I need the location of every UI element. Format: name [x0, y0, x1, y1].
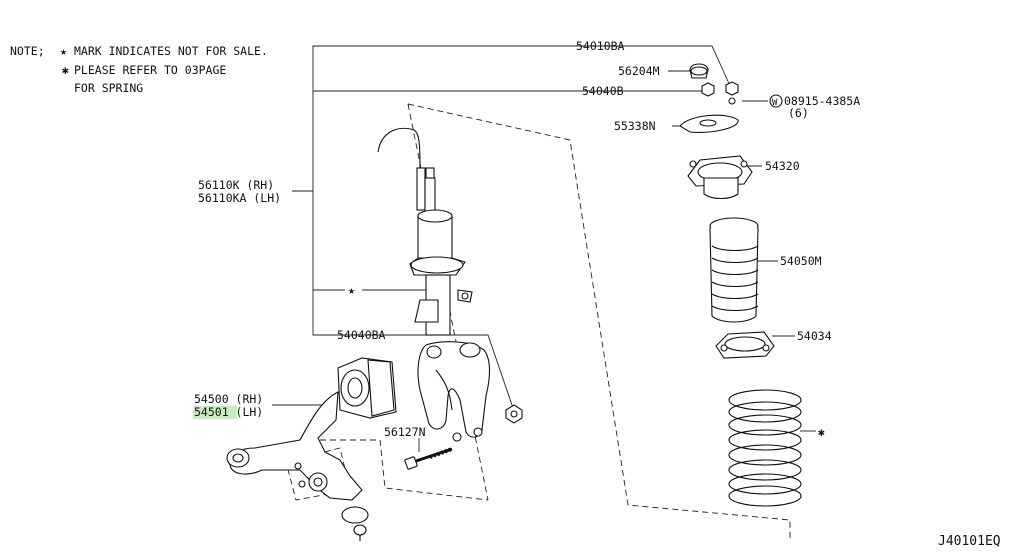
part-54320-label[interactable]: 54320 [765, 159, 800, 173]
part-54050m-label[interactable]: 54050M [780, 254, 822, 268]
leader-lines [272, 45, 816, 452]
part-56204m-label[interactable]: 56204M [618, 64, 660, 78]
note-block: NOTE; ★ MARK INDICATES NOT FOR SALE. ✱ P… [10, 44, 268, 95]
part-labels: 54010BA 56204M 54040B W 08915-4385A (6) … [193, 39, 1001, 549]
washer-circle-letter: W [772, 98, 778, 108]
part-08915-qty: (6) [788, 106, 809, 120]
part-56110k-label[interactable]: 56110K (RH) [198, 178, 274, 192]
diagram-id: J40101EQ [938, 534, 1001, 549]
part-54034-label[interactable]: 54034 [797, 329, 832, 343]
part-54501-label[interactable]: 54501 (LH) [194, 405, 263, 419]
part-56110ka-label[interactable]: 56110KA (LH) [198, 191, 281, 205]
part-54040ba-label[interactable]: 54040BA [337, 328, 386, 342]
asterisk-mark-icon: ✱ [62, 63, 69, 77]
lower-arm [226, 357, 397, 541]
part-54501-highlight [193, 406, 237, 419]
washer-circle-icon [769, 94, 783, 108]
asterisk-mark-spring-icon: ✱ [818, 425, 825, 439]
strut-assembly [377, 127, 473, 336]
part-54040b-label[interactable]: 54040B [582, 84, 624, 98]
star-mark-strut-icon: ★ [348, 283, 355, 297]
part-54500-label[interactable]: 54500 (RH) [194, 392, 263, 406]
note-line-1-text: MARK INDICATES NOT FOR SALE. [74, 44, 268, 58]
upper-mount-group [679, 63, 775, 359]
note-line-1-label: NOTE; [10, 44, 45, 58]
steering-knuckle [417, 341, 523, 442]
part-55338n-label[interactable]: 55338N [614, 119, 656, 133]
part-08915-label[interactable]: 08915-4385A [784, 94, 860, 108]
note-line-3-text: FOR SPRING [74, 81, 143, 95]
star-mark-icon: ★ [60, 44, 67, 58]
coil-spring [728, 389, 802, 507]
note-line-2-text: PLEASE REFER TO 03PAGE [74, 63, 226, 77]
part-54010ba-label[interactable]: 54010BA [576, 39, 625, 53]
bolt-56127n [404, 447, 453, 470]
part-56127n-label[interactable]: 56127N [384, 425, 426, 439]
